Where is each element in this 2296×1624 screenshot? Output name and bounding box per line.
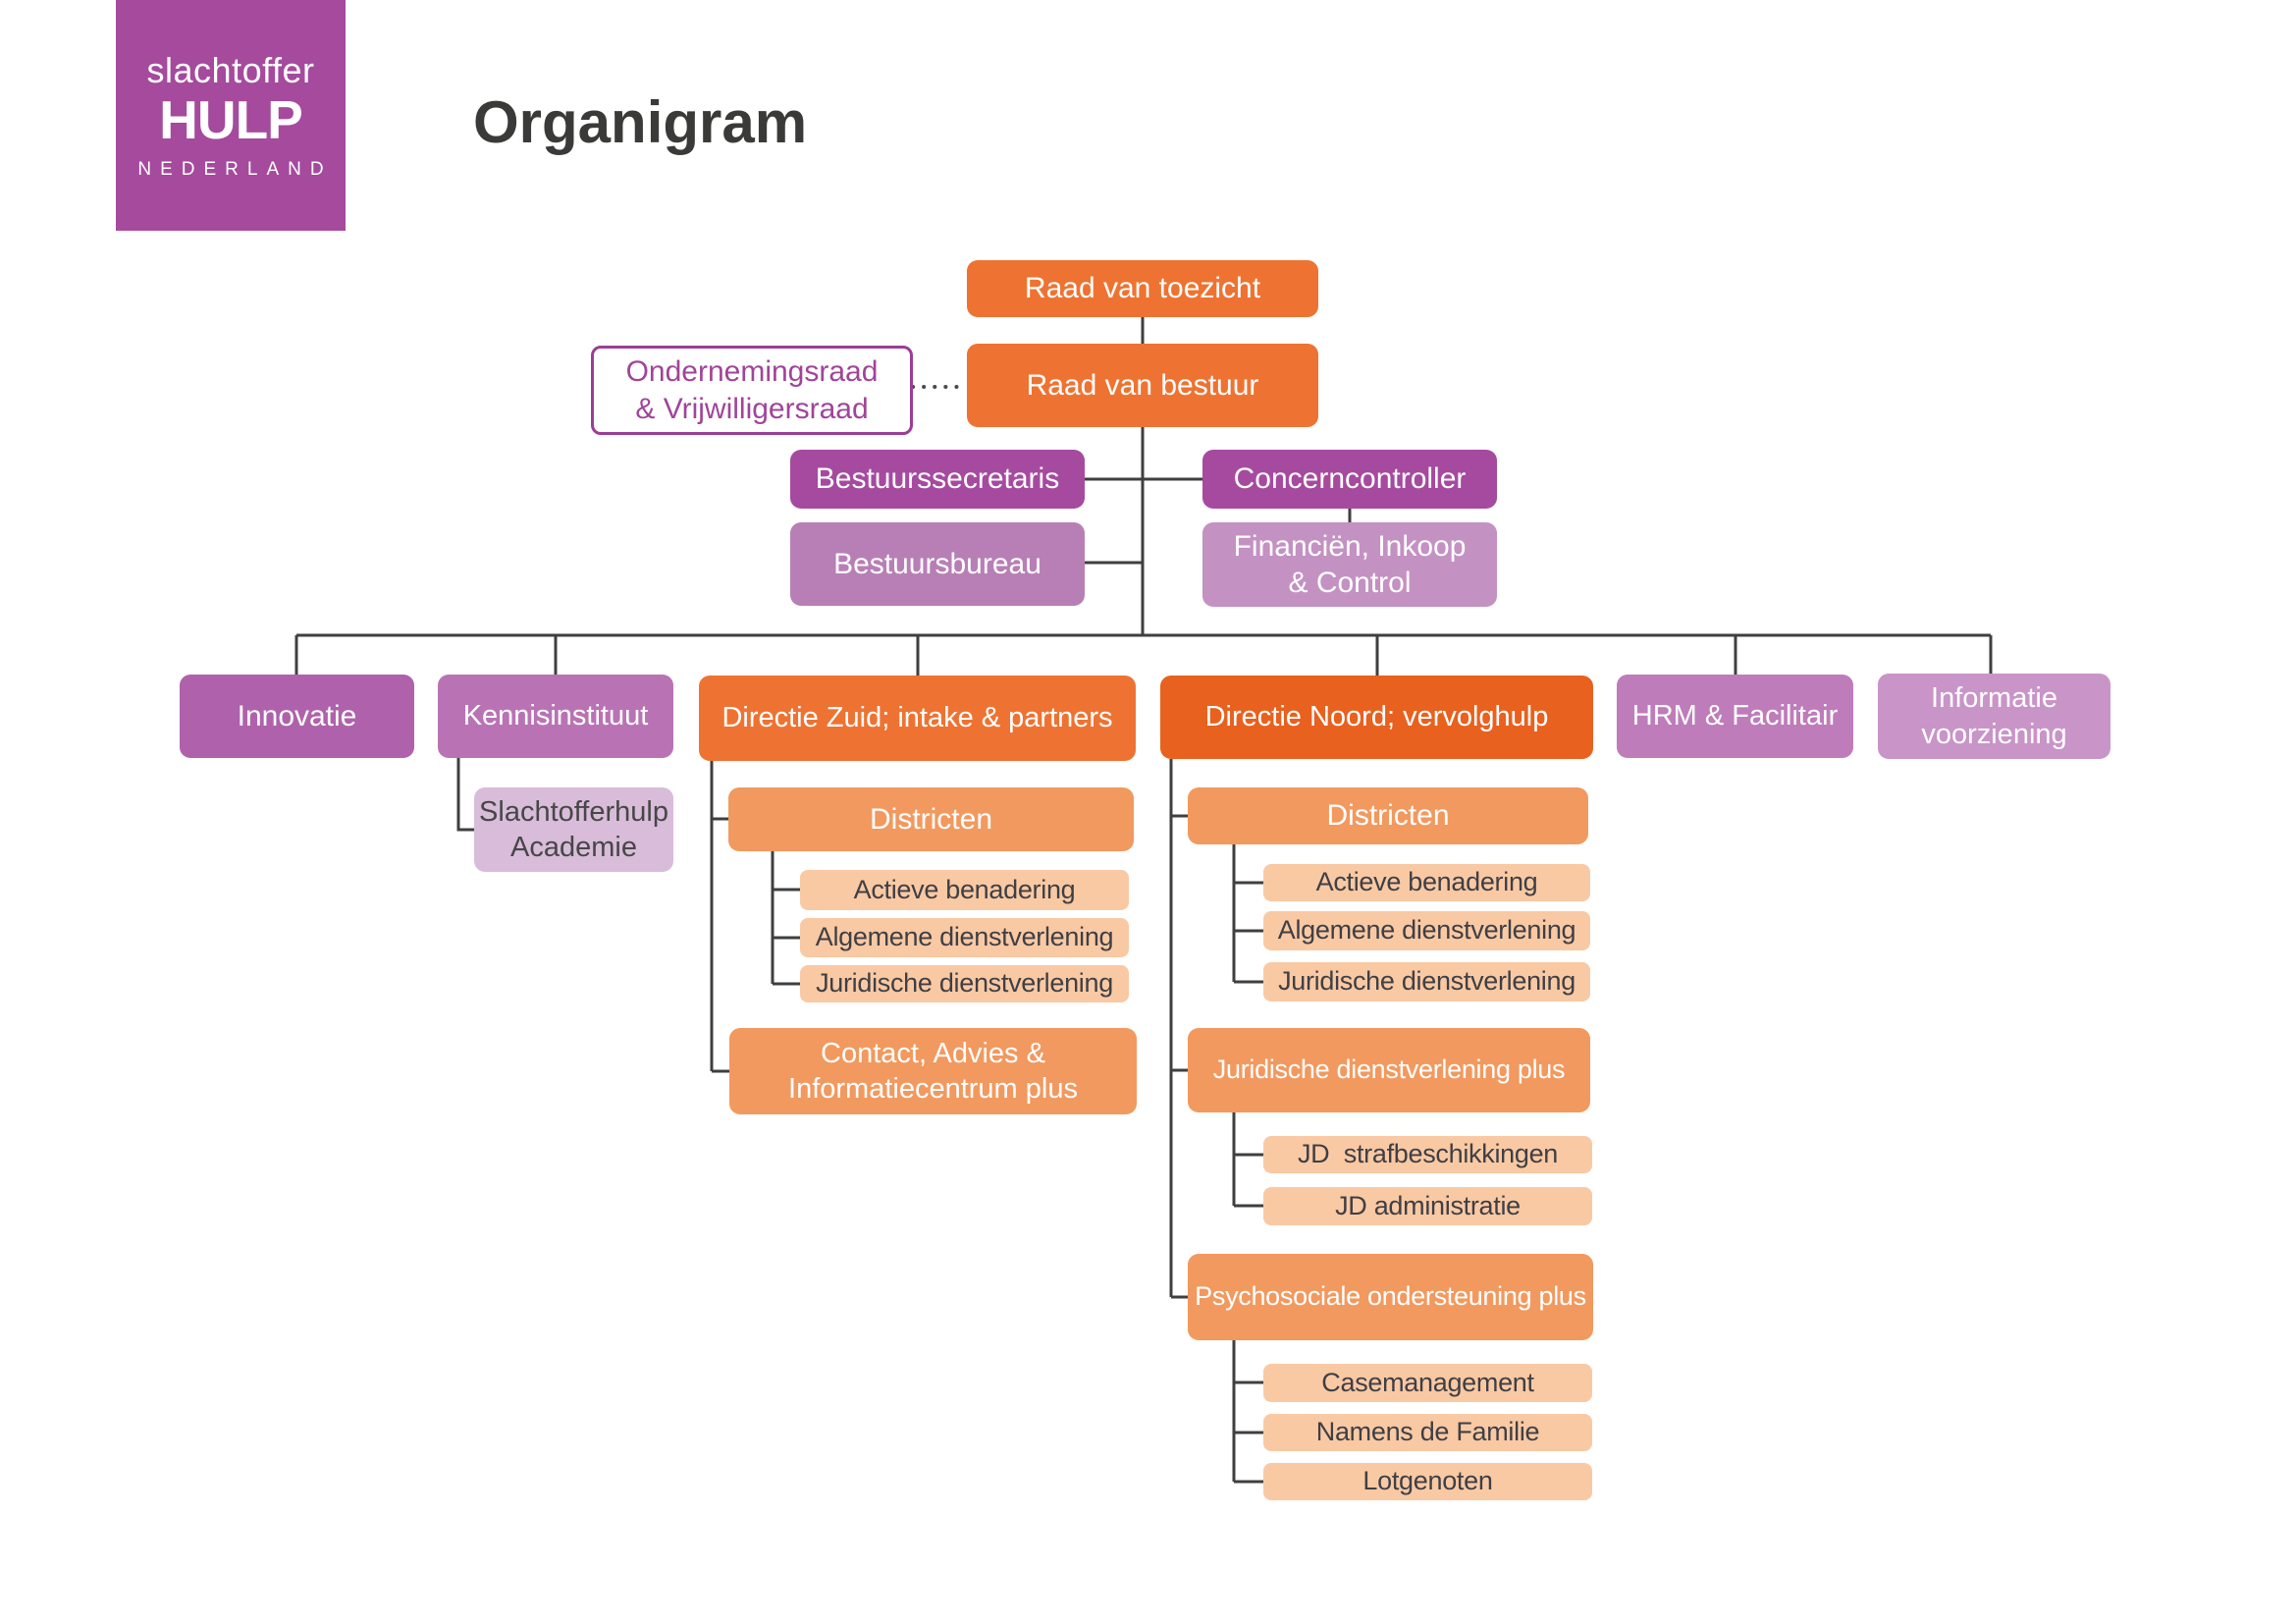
node-bestuurssecretaris: Bestuurssecretaris xyxy=(790,450,1085,509)
node-contact-advies-informatiecentrum: Contact, Advies & Informatiecentrum plus xyxy=(729,1028,1137,1114)
node-juridische-dienstverlening-plus: Juridische dienstverlening plus xyxy=(1188,1028,1590,1112)
node-kennisinstituut: Kennisinstituut xyxy=(438,675,673,758)
node-psychosociale-ondersteuning-plus: Psychosociale ondersteuning plus xyxy=(1188,1254,1593,1340)
node-innovatie: Innovatie xyxy=(180,675,414,758)
page-title: Organigram xyxy=(473,89,808,155)
node-line: Contact, Advies & xyxy=(821,1037,1045,1069)
node-hrm-facilitair: HRM & Facilitair xyxy=(1617,675,1853,758)
node-directie-noord: Directie Noord; vervolghulp xyxy=(1160,676,1593,759)
node-raad-van-toezicht: Raad van toezicht xyxy=(967,260,1318,317)
node-noord-algemene-dienstverlening: Algemene dienstverlening xyxy=(1263,911,1590,950)
node-noord-juridische-dienstverlening: Juridische dienstverlening xyxy=(1263,962,1590,1001)
line-kennis-academie xyxy=(456,758,474,832)
node-zuid-algemene-dienstverlening: Algemene dienstverlening xyxy=(800,918,1129,957)
node-jd-strafbeschikkingen: JD strafbeschikkingen xyxy=(1263,1136,1592,1173)
node-line: voorziening xyxy=(1921,718,2067,750)
node-line: Financiën, Inkoop xyxy=(1233,529,1467,563)
node-zuid-juridische-dienstverlening: Juridische dienstverlening xyxy=(800,965,1129,1002)
node-zuid-districten: Districten xyxy=(728,787,1134,851)
node-zuid-actieve-benadering: Actieve benadering xyxy=(800,870,1129,910)
node-line: Academie xyxy=(510,832,637,863)
node-directie-zuid: Directie Zuid; intake & partners xyxy=(699,676,1136,761)
logo-word-hulp: HULP xyxy=(159,89,303,150)
node-noord-districten: Districten xyxy=(1188,787,1588,844)
logo-word-slachtoffer: slachtoffer xyxy=(146,50,315,90)
node-financien-inkoop-control: Financiën, Inkoop & Control xyxy=(1202,522,1497,607)
node-raad-van-bestuur: Raad van bestuur xyxy=(967,344,1318,427)
node-line: & Control xyxy=(1288,567,1412,599)
node-line: Slachtofferhulp xyxy=(479,795,668,828)
node-namens-de-familie: Namens de Familie xyxy=(1263,1414,1592,1451)
node-lotgenoten: Lotgenoten xyxy=(1263,1463,1592,1500)
node-ondernemingsraad-vrijwilligersraad: Ondernemingsraad & Vrijwilligersraad xyxy=(591,346,913,435)
node-bestuursbureau: Bestuursbureau xyxy=(790,522,1085,606)
node-informatievoorziening: Informatie voorziening xyxy=(1878,674,2110,759)
node-jd-administratie: JD administratie xyxy=(1263,1187,1592,1225)
node-line: Informatie xyxy=(1931,682,2057,715)
slachtofferhulp-logo: slachtoffer HULP NEDERLAND xyxy=(116,0,346,231)
node-line: Informatiecentrum plus xyxy=(788,1073,1078,1105)
logo-word-nederland: NEDERLAND xyxy=(137,159,333,180)
node-casemanagement: Casemanagement xyxy=(1263,1364,1592,1402)
node-noord-actieve-benadering: Actieve benadering xyxy=(1263,864,1590,901)
node-concerncontroller: Concerncontroller xyxy=(1202,450,1497,509)
node-line: Ondernemingsraad xyxy=(625,355,879,388)
node-slachtofferhulp-academie: Slachtofferhulp Academie xyxy=(474,787,673,872)
node-line: & Vrijwilligersraad xyxy=(635,392,869,425)
